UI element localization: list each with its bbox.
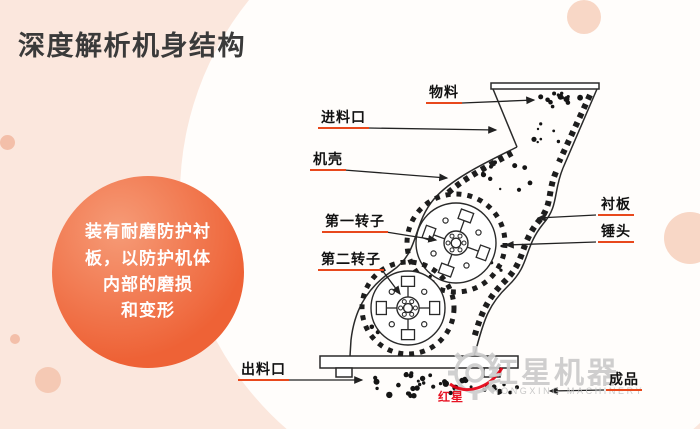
label-material: 物料 <box>426 84 462 104</box>
callout-text-line: 装有耐磨防护衬 <box>85 222 211 242</box>
watermark-brand-en: HONGXING MACHINERY <box>492 386 645 396</box>
watermark-brand-small: 红星 <box>438 390 465 404</box>
label-rotor-1: 第一转子 <box>322 213 388 233</box>
callout-circle: 装有耐磨防护衬 板，以防护机体 内部的磨损 和变形 <box>52 176 244 368</box>
label-casing: 机壳 <box>310 151 346 171</box>
label-rotor-2: 第二转子 <box>318 251 384 271</box>
callout-text-line: 板，以防护机体 <box>85 248 211 268</box>
label-feed-inlet: 进料口 <box>318 109 369 129</box>
callout-text-line: 内部的磨损 <box>103 275 193 294</box>
decorative-circle <box>0 135 15 150</box>
label-liner-plate: 衬板 <box>598 196 634 216</box>
decorative-circle <box>10 334 20 344</box>
label-hammer-head: 锤头 <box>598 223 634 243</box>
label-discharge-outlet: 出料口 <box>238 361 289 381</box>
label-finished-product: 成品 <box>606 371 642 391</box>
watermark-brand-cn: 红星机器 <box>488 357 620 390</box>
decorative-circle <box>664 212 700 264</box>
gear-icon <box>448 346 504 400</box>
watermark: 红星机器 HONGXING MACHINERY 红星 <box>430 338 680 426</box>
callout-text-line: 和变形 <box>121 301 175 321</box>
decorative-circle <box>567 0 601 34</box>
decorative-circle <box>35 367 61 393</box>
page-title: 深度解析机身结构 <box>18 31 246 61</box>
